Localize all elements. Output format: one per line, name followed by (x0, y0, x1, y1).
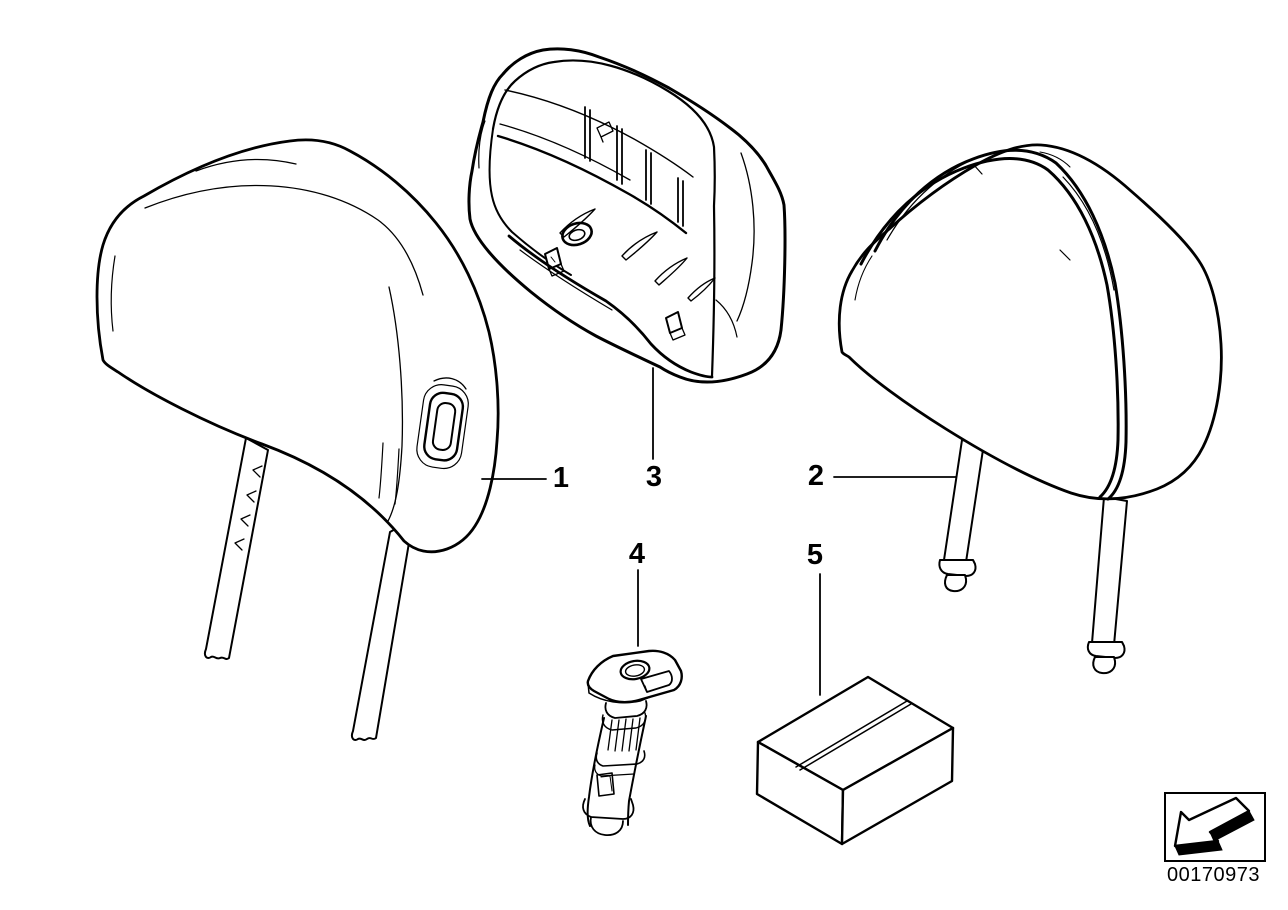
part-2-guide-rods (938, 439, 1128, 675)
part-1-left-headrest-drawing (95, 138, 500, 741)
part-3-interior-ribs (496, 89, 716, 302)
part-2-right-headrest-drawing (837, 143, 1223, 675)
part-3-bottom-lip (507, 234, 714, 379)
part-3-back-surface-lines (715, 152, 755, 338)
part-1-guide-rods (203, 437, 414, 741)
callout-label-1[interactable]: 1 (552, 462, 570, 494)
part-2-body-outline (837, 143, 1223, 501)
leader-lines (481, 367, 957, 696)
callout-label-5[interactable]: 5 (806, 539, 824, 571)
part-5-kit-box-drawing (755, 675, 955, 846)
direction-stamp-box (1164, 792, 1266, 862)
part-3-shell-drawing (467, 47, 787, 384)
doc-number: 00170973 (1167, 864, 1260, 886)
part-3-clips (544, 247, 686, 341)
part-1-seam-lines (110, 158, 424, 522)
part-4-guide-sleeve-drawing (582, 649, 683, 836)
callout-label-2[interactable]: 2 (807, 460, 825, 492)
callout-label-3[interactable]: 3 (645, 461, 663, 493)
part-3-grommet (561, 221, 593, 247)
part-1-release-button (416, 377, 469, 470)
callout-label-4[interactable]: 4 (628, 538, 646, 570)
part-2-welt-band (854, 148, 1128, 501)
part-1-body-outline (95, 138, 500, 554)
direction-arrow-icon (1173, 796, 1255, 856)
part-3-inner-rim (478, 59, 716, 378)
part-3-outline (467, 47, 787, 384)
